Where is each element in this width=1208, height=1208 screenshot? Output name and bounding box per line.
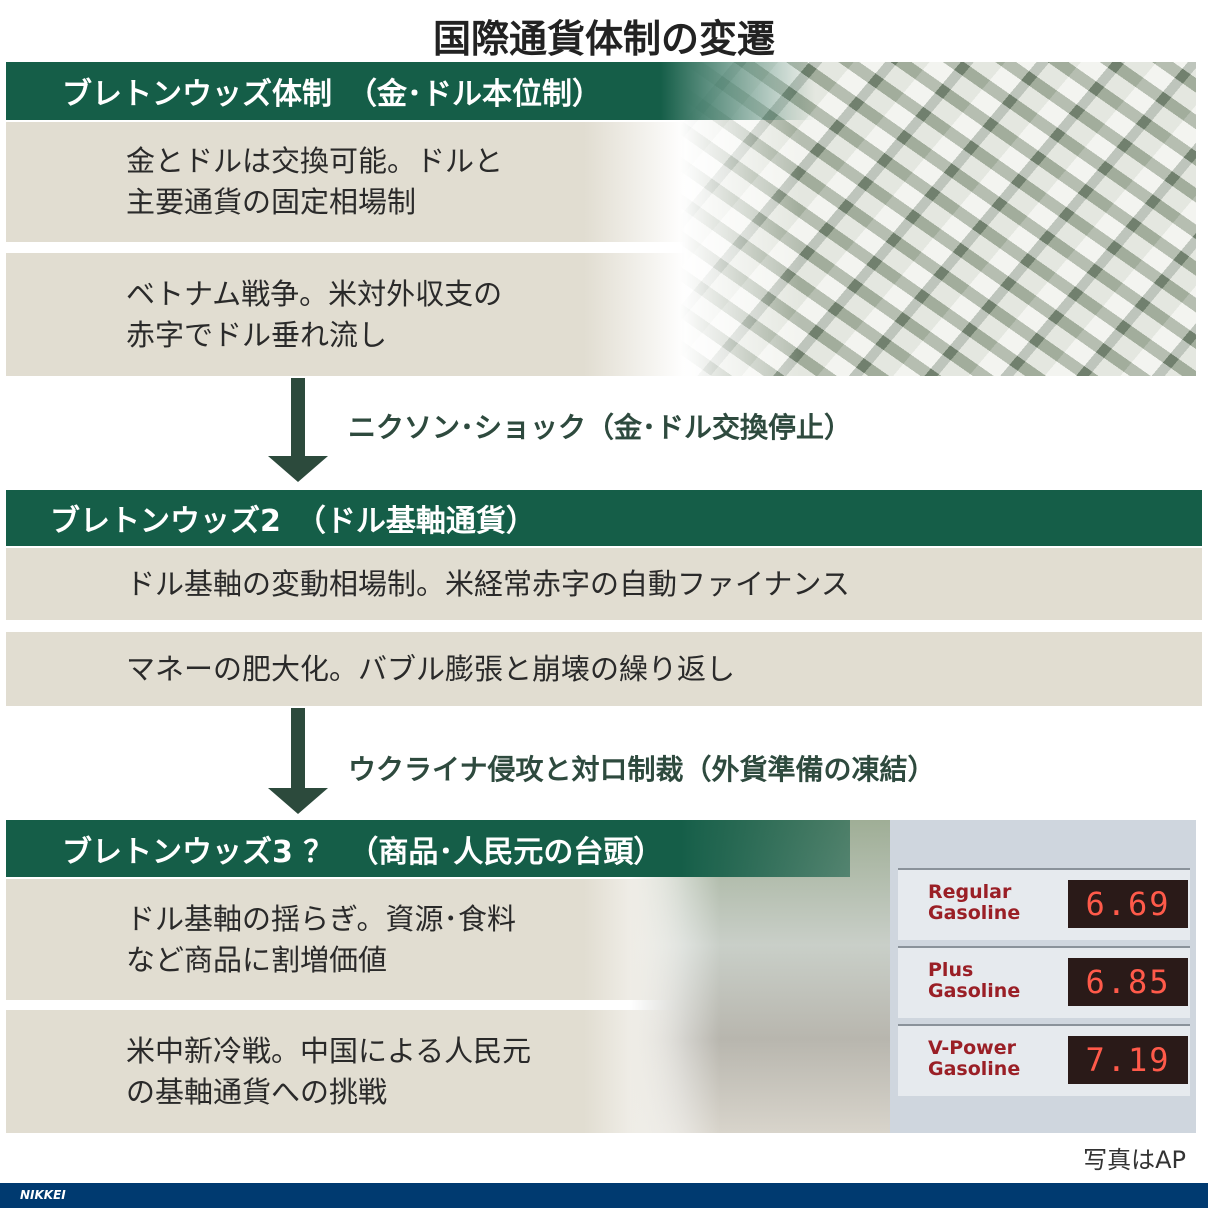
info-box: ドル基軸の変動相場制。米経常赤字の自動ファイナンス <box>6 548 1202 620</box>
down-arrow-icon <box>291 708 305 788</box>
photo-credit: 写真はAP <box>1083 1146 1186 1174</box>
down-arrow-icon <box>291 378 305 456</box>
transition-label: ウクライナ侵攻と対ロ制裁（外貨準備の凍結） <box>348 753 936 786</box>
info-box: マネーの肥大化。バブル膨張と崩壊の繰り返し <box>6 632 1202 706</box>
section-header-bretton-woods-3: ブレトンウッズ3 ？ （商品･人民元の台頭） <box>6 820 850 877</box>
box-text: ドル基軸の揺らぎ。資源･食料 <box>126 901 517 936</box>
section-header-bretton-woods-1: ブレトンウッズ体制 （金･ドル本位制） <box>6 62 1196 120</box>
info-box: ドル基軸の揺らぎ。資源･食料 など商品に割増価値 <box>6 879 686 1000</box>
down-arrow-head-icon <box>268 456 328 482</box>
box-text: の基軸通貨への挑戦 <box>126 1074 388 1109</box>
footer-nikkei-logo: NIKKEI <box>0 1183 1208 1208</box>
info-box: ベトナム戦争。米対外収支の 赤字でドル垂れ流し <box>6 253 686 376</box>
transition-label: ニクソン･ショック（金･ドル交換停止） <box>348 411 853 444</box>
down-arrow-head-icon <box>268 788 328 814</box>
info-box: 金とドルは交換可能。ドルと 主要通貨の固定相場制 <box>6 122 686 242</box>
section-header-bretton-woods-2: ブレトンウッズ2 （ドル基軸通貨） <box>6 490 1202 546</box>
page-title: 国際通貨体制の変遷 <box>432 17 775 61</box>
info-box: 米中新冷戦。中国による人民元 の基軸通貨への挑戦 <box>6 1010 686 1133</box>
box-text: 米中新冷戦。中国による人民元 <box>126 1033 532 1068</box>
box-text: 金とドルは交換可能。ドルと <box>126 144 504 178</box>
box-text: 赤字でドル垂れ流し <box>126 317 388 352</box>
box-text: ドル基軸の変動相場制。米経常赤字の自動ファイナンス <box>126 566 850 601</box>
box-text: など商品に割増価値 <box>126 942 388 977</box>
box-text: ベトナム戦争。米対外収支の <box>126 276 503 311</box>
box-text: マネーの肥大化。バブル膨張と崩壊の繰り返し <box>126 651 736 686</box>
box-text: 主要通貨の固定相場制 <box>126 185 417 219</box>
